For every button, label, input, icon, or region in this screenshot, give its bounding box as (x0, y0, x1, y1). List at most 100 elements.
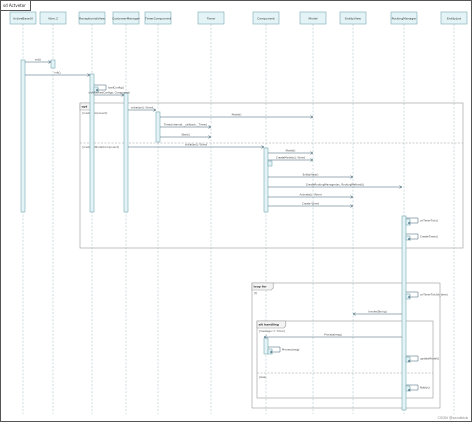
lifeline-ll5-label: Timer (206, 17, 216, 21)
message-18-arrow (352, 312, 356, 316)
fragments: opt [createComponent] [createMyModelCompon… (79, 102, 464, 409)
lifeline-ll6-head (252, 11, 280, 25)
message-15-label: onTimerTick() (420, 219, 438, 223)
message-8-label: initialize(): Vtimd (185, 143, 208, 147)
message-3-arrow (121, 93, 125, 97)
lifeline-ll2-label: ReceptionistView (79, 17, 105, 21)
message-12-label: CreateRoutingManager(ec, RoutingMethod()… (306, 183, 364, 187)
message-12-arrow (399, 185, 403, 189)
fragment-1-box (251, 282, 441, 409)
message-7-label: Start() (181, 133, 189, 137)
activation-14 (405, 356, 411, 363)
message-11-arrow (350, 175, 354, 179)
activations (20, 59, 411, 411)
watermark: CSDN @sandbbb (438, 416, 469, 420)
fragment-0-box (79, 102, 464, 249)
activation-8 (401, 215, 407, 411)
activation-7 (267, 160, 273, 167)
message-9-label: Model() (286, 149, 296, 153)
message-20-line (268, 346, 281, 353)
fragment-0-guard: [createComponent] (82, 111, 107, 115)
lifeline-ll9-label: RoutingManager (392, 17, 417, 21)
message-21-line (406, 355, 419, 362)
lifeline-ll5-head (197, 11, 225, 25)
fragment-2-tab (256, 320, 287, 329)
message-22-label: Notify() (420, 386, 430, 390)
fragment-1-guard: [t] (254, 291, 257, 295)
activation-1 (50, 59, 56, 69)
message-13-label: Activate(): Vtimd (299, 193, 321, 197)
lifeline-ll8-label: EntityView (345, 17, 361, 21)
message-15-line (406, 217, 419, 224)
message-6-arrow (208, 125, 212, 129)
fragment-1-operator: loop for (254, 285, 268, 289)
lifeline-ll0-label: ActiveBaseUI (13, 17, 33, 21)
message-17-label: onTimerTick(th_time) (420, 293, 448, 297)
message-16-arrow (407, 237, 411, 241)
activation-15 (405, 385, 411, 392)
lifeline-ll10-label: EntityList (447, 17, 462, 21)
message-4-label: initialize(): Vtimd (131, 106, 154, 110)
message-5-label: Model() (232, 113, 242, 117)
message-1-label: init() (54, 71, 60, 75)
message-9-arrow (310, 151, 314, 155)
message-17-line (406, 291, 419, 298)
lifeline-ll2-head (78, 11, 106, 25)
message-1-arrow (87, 73, 91, 77)
message-2-label: loadConfig() (108, 86, 124, 90)
activation-4 (123, 92, 129, 213)
message-19-label: Process(msg) (324, 333, 341, 337)
fragment-2-guard: [message != Timer] (259, 329, 285, 333)
activation-0 (20, 59, 26, 213)
fragment-0-guard-2: [createMyModelComponent] (82, 145, 119, 149)
message-0-label: init() (35, 58, 41, 62)
message-5-arrow (310, 115, 314, 119)
message-17-arrow (407, 295, 411, 299)
lifeline-ll0-head (9, 11, 37, 25)
fragment-1-tab (251, 282, 274, 291)
lifeline-ll4-label: TimerComponent (144, 17, 172, 21)
activation-3 (93, 86, 99, 93)
message-14-arrow (350, 204, 354, 208)
message-8-arrow (261, 145, 265, 149)
message-20-arrow (269, 350, 273, 354)
message-22-line (406, 384, 419, 391)
activation-6 (263, 147, 269, 213)
message-2-arrow (95, 88, 99, 92)
fragment-2-guard-2: [else] (259, 375, 266, 379)
message-22-arrow (407, 388, 411, 392)
message-21-arrow (407, 359, 411, 363)
message-14-label: Create Vtimd (302, 202, 319, 206)
lifeline-ll7-head (299, 11, 327, 25)
lifeline-ll10-head (440, 11, 468, 25)
lifeline-ll8-head (339, 11, 367, 25)
message-13-arrow (350, 195, 354, 199)
message-6-label: Timer(interval, _callback, _Timer) (164, 123, 207, 127)
message-2-line (94, 84, 107, 91)
lifeline-ll7-label: Model (308, 17, 317, 21)
message-16-line (406, 233, 419, 240)
message-10-arrow (310, 158, 314, 162)
activation-13 (267, 348, 273, 355)
fragment-2-operator: alt handling (259, 323, 279, 327)
message-7-arrow (208, 135, 212, 139)
message-15-arrow (407, 221, 411, 225)
message-4-arrow (153, 108, 157, 112)
message-21-label: updateModel() (420, 357, 439, 361)
fragment-0-operator: opt (82, 105, 88, 109)
lifeline-ll4-head (144, 11, 172, 25)
activation-2 (89, 73, 95, 213)
message-19-arrow (263, 335, 267, 339)
lifeline-ll1-label: Vtim.2 (48, 17, 58, 21)
activation-5 (155, 111, 161, 143)
activation-12 (263, 337, 269, 355)
message-3-label: onAttachedConfigs: Component (88, 91, 129, 95)
message-11-label: EntityView() (303, 173, 319, 177)
message-18-label: Invoke(String) (368, 310, 386, 314)
fragment-2-box (256, 320, 434, 399)
lifeline-ll9-head (390, 11, 418, 25)
activation-11 (405, 293, 411, 300)
